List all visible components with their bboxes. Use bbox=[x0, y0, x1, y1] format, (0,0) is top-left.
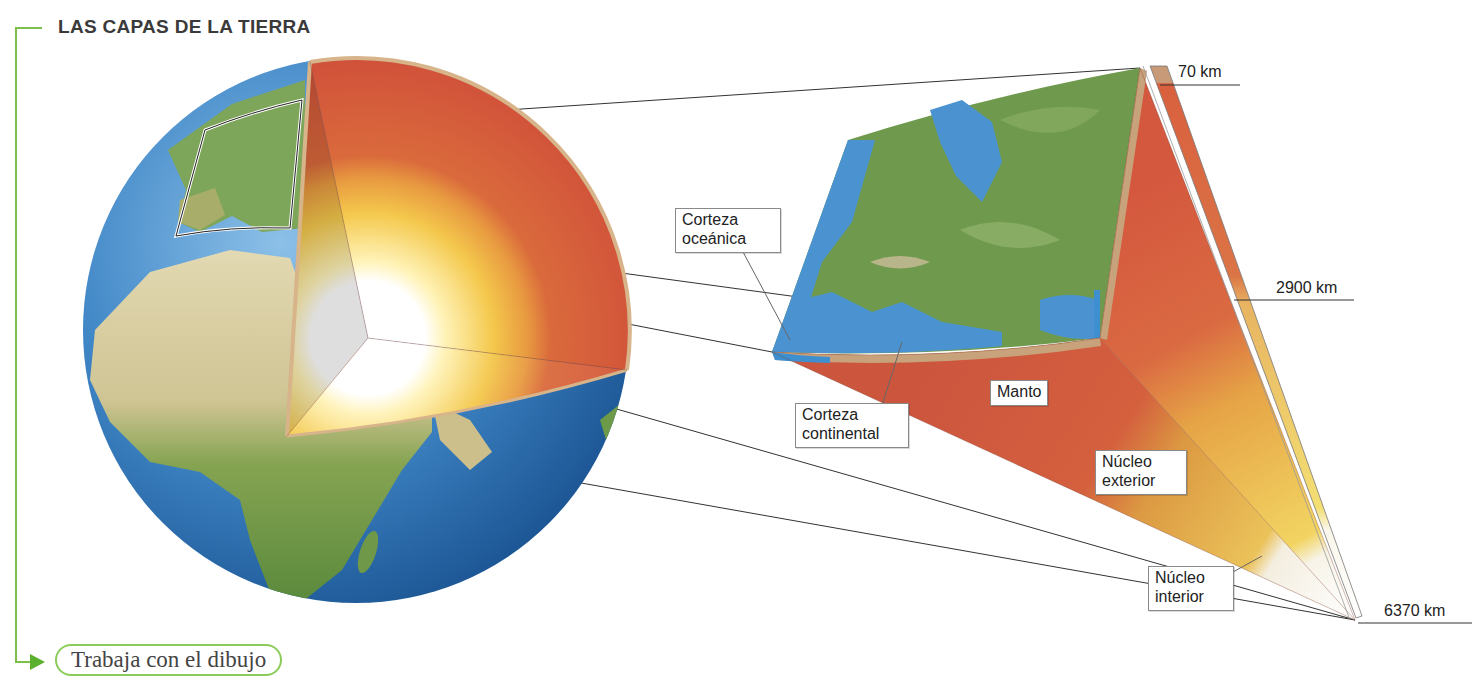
callout-box: Manto bbox=[990, 380, 1048, 406]
depth-scale bbox=[1143, 66, 1472, 623]
bracket-arrow bbox=[30, 654, 45, 670]
bracket-line bbox=[16, 28, 42, 662]
callout-box: Núcleo interior bbox=[1148, 566, 1234, 611]
node-text: Manto bbox=[997, 383, 1041, 402]
node-text: Núcleo interior bbox=[1155, 569, 1227, 607]
node-text: Trabaja con el dibujo bbox=[71, 646, 266, 674]
task-button: Trabaja con el dibujo bbox=[55, 644, 282, 676]
depth-label: 2900 km bbox=[1276, 279, 1337, 297]
depth-label: 6370 km bbox=[1384, 602, 1445, 620]
earth-wedge bbox=[772, 68, 1355, 620]
callout-box: Núcleo exterior bbox=[1095, 450, 1187, 495]
callout-box: Corteza oceánica bbox=[675, 208, 781, 253]
node-text: Corteza continental bbox=[802, 406, 902, 444]
depth-label: 70 km bbox=[1178, 63, 1222, 81]
callout-box: Corteza continental bbox=[795, 403, 909, 448]
leader-lines bbox=[742, 250, 1262, 578]
node-text: Núcleo exterior bbox=[1102, 453, 1180, 491]
diagram-title: LAS CAPAS DE LA TIERRA bbox=[58, 16, 311, 38]
globe bbox=[83, 57, 640, 603]
node-text: Corteza oceánica bbox=[682, 211, 774, 249]
